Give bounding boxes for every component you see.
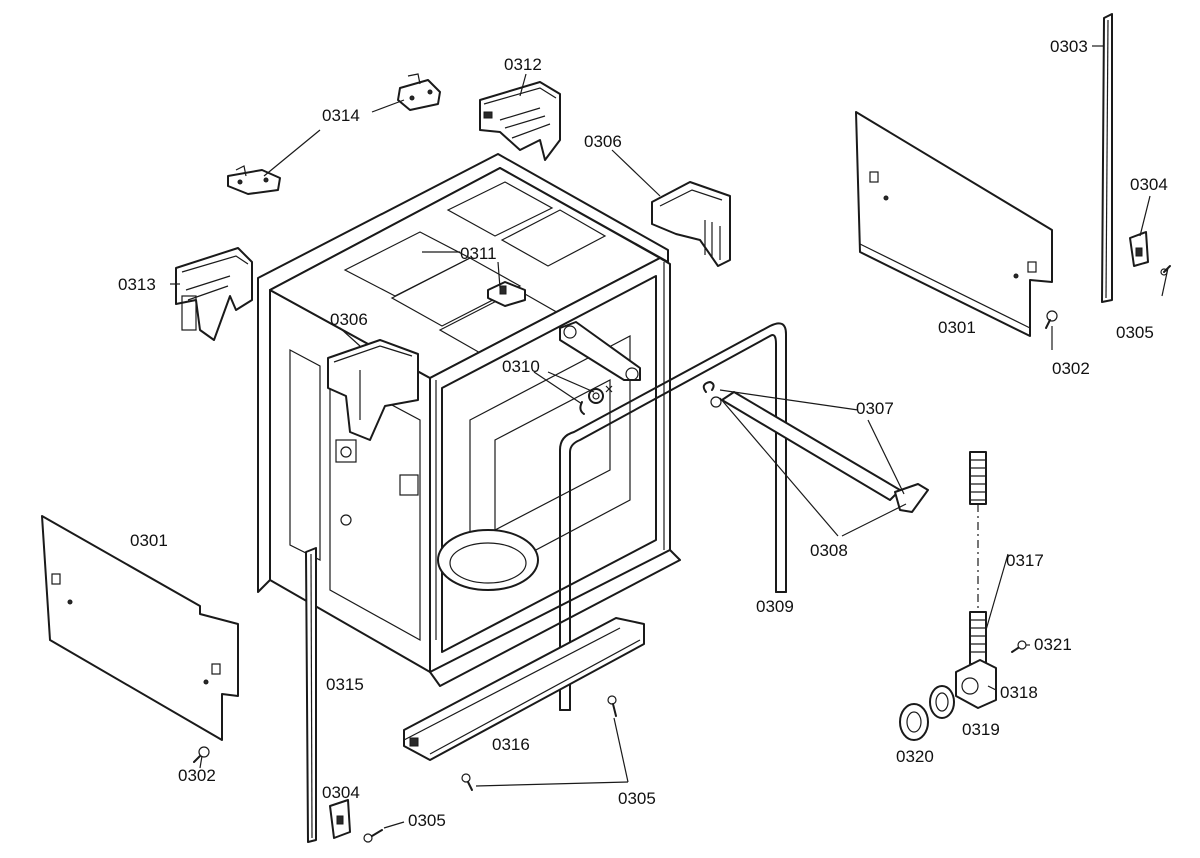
label-0311: 0311 xyxy=(460,244,497,263)
door-rail-0307 xyxy=(702,381,929,513)
label-0310: 0310 xyxy=(502,357,540,376)
side-bracket-0306-top xyxy=(651,181,731,267)
label-0321: 0321 xyxy=(1034,635,1072,654)
label-0306-top: 0306 xyxy=(584,132,622,151)
label-0305-bottom: 0305 xyxy=(408,811,446,830)
leader-lines xyxy=(170,45,1169,829)
clip-0311 xyxy=(487,281,526,307)
screw-0305-center-a xyxy=(607,695,617,717)
side-strip-0303 xyxy=(1101,13,1113,303)
label-0320: 0320 xyxy=(896,747,934,766)
hinge-bracket-0313 xyxy=(175,247,253,341)
label-0304-right: 0304 xyxy=(1130,175,1168,194)
ring-0319 xyxy=(929,685,955,719)
screw-0302-left xyxy=(193,746,210,763)
screw-0305-right xyxy=(1160,265,1171,276)
label-0305-right: 0305 xyxy=(1116,323,1154,342)
label-0302-left: 0302 xyxy=(178,766,216,785)
label-0304-bottom: 0304 xyxy=(322,783,360,802)
valve-0318 xyxy=(955,659,997,709)
clip-0304-right xyxy=(1129,231,1149,267)
label-0317: 0317 xyxy=(1006,551,1044,570)
screw-0321 xyxy=(1011,640,1027,653)
label-0318: 0318 xyxy=(1000,683,1038,702)
side-panel-0301-left xyxy=(41,515,239,741)
label-0313: 0313 xyxy=(118,275,156,294)
hose-0317 xyxy=(969,451,987,665)
screw-0305-center-b xyxy=(461,773,473,791)
label-0305-center: 0305 xyxy=(618,789,656,808)
nut-0320 xyxy=(899,703,929,741)
label-0306-mid: 0306 xyxy=(330,310,368,329)
label-0309: 0309 xyxy=(756,597,794,616)
side-strip-0315 xyxy=(305,547,317,843)
label-0312: 0312 xyxy=(504,55,542,74)
label-0303: 0303 xyxy=(1050,37,1088,56)
mounting-bracket-0314 xyxy=(227,73,441,195)
door-gasket-0309 xyxy=(559,322,787,711)
arm-assembly-0310 xyxy=(559,321,641,415)
label-0316: 0316 xyxy=(492,735,530,754)
label-0307: 0307 xyxy=(856,399,894,418)
hinge-bracket-0312 xyxy=(479,81,561,161)
label-0315: 0315 xyxy=(326,675,364,694)
label-0314: 0314 xyxy=(322,106,360,125)
screw-0302-right xyxy=(1045,310,1058,329)
label-0302-right: 0302 xyxy=(1052,359,1090,378)
label-0319: 0319 xyxy=(962,720,1000,739)
label-0301-left: 0301 xyxy=(130,531,168,550)
clip-0304-bottom xyxy=(329,799,351,839)
label-0301-right: 0301 xyxy=(938,318,976,337)
side-bracket-0306-mid xyxy=(327,339,419,441)
base-rail-0316 xyxy=(403,617,645,761)
screw-0305-bottom xyxy=(363,829,383,843)
part-labels: 0314 0312 0306 0303 0304 0311 0313 0306 … xyxy=(118,37,1168,830)
side-panel-0301-right xyxy=(855,111,1053,337)
label-0308: 0308 xyxy=(810,541,848,560)
